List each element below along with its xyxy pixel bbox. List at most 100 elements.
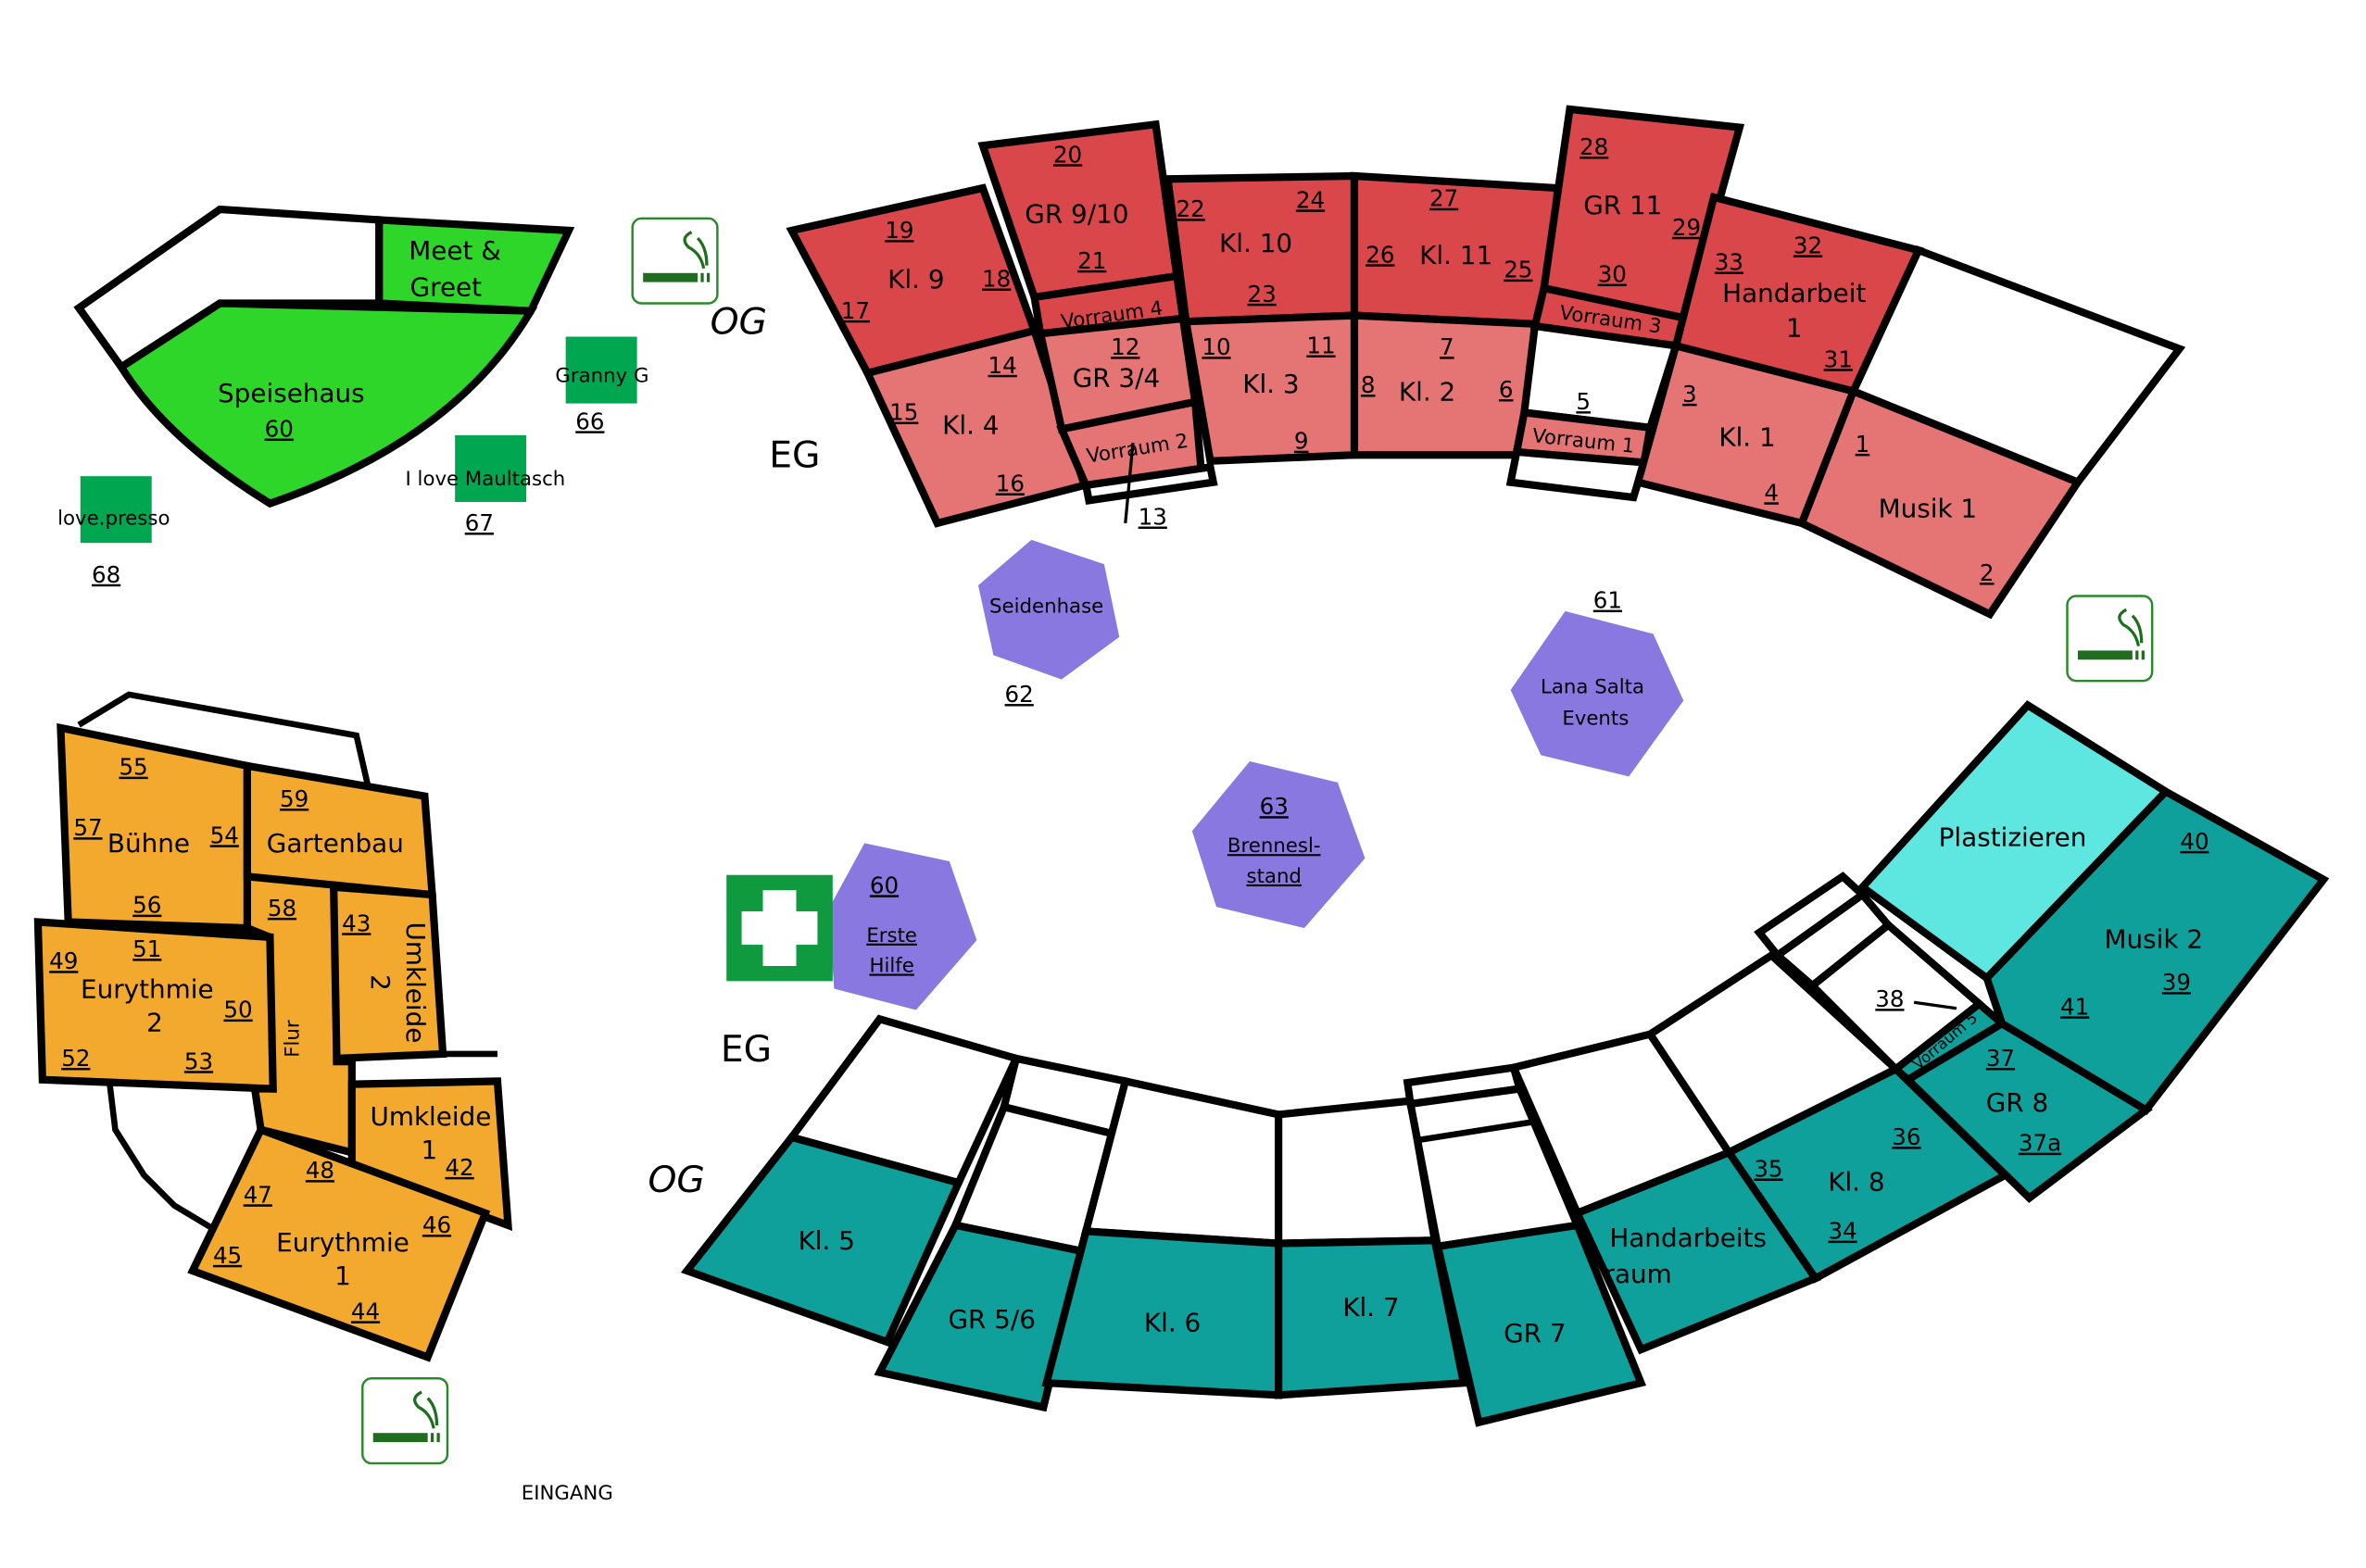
room-label: 1 [1786, 313, 1803, 344]
stairwell [1505, 447, 1650, 502]
food-stand-maultasch[interactable] [455, 434, 527, 502]
room-number: 45 [213, 1242, 242, 1269]
room-number: 34 [1829, 1218, 1857, 1245]
room-number: 29 [1672, 214, 1701, 241]
food-stand-granny-g[interactable] [565, 336, 637, 404]
room-number: 15 [889, 399, 918, 426]
room-eurythmie2[interactable] [33, 918, 277, 1093]
room-number: 60 [265, 416, 294, 443]
room-label: Umkleide [370, 1101, 491, 1132]
room-label: Eurythmie [276, 1227, 409, 1258]
stand-number: 66 [575, 408, 604, 434]
room-number: 48 [306, 1157, 334, 1184]
room-label: Kl. 7 [1342, 1292, 1399, 1323]
room-musik2[interactable] [1982, 786, 2330, 1115]
stand-lana-salta[interactable] [1510, 610, 1684, 777]
room-number: 46 [422, 1211, 451, 1238]
stand-erste-hilfe[interactable] [827, 843, 977, 1010]
food-stand-lovepresso[interactable] [80, 476, 152, 544]
room-number: 30 [1598, 261, 1627, 288]
room-number: 14 [988, 352, 1017, 379]
room-label: Kl. 10 [1219, 228, 1292, 258]
room-buehne[interactable] [57, 722, 251, 933]
room-label: GR 11 [1583, 190, 1662, 220]
top-wing: 19 17 Kl. 9 18 20 GR 9/10 21 Vorraum 4 1… [786, 105, 2186, 620]
room-label: Kl. 5 [799, 1225, 855, 1256]
dining-area: Meet & Greet Speisehaus 60 Granny G 66 I… [57, 205, 648, 588]
room-label: Meet & [409, 235, 501, 266]
room-number: 26 [1365, 241, 1394, 268]
room-number: 3 [1682, 381, 1697, 408]
room-number: 44 [351, 1298, 380, 1324]
leader-line [1913, 1000, 1957, 1010]
room-number: 25 [1504, 257, 1532, 283]
stand-label: love.presso [57, 508, 170, 531]
room-number: 56 [132, 892, 161, 919]
room-number: 49 [49, 947, 78, 974]
room-label: Kl. 1 [1718, 421, 1775, 452]
stand-number: 61 [1593, 587, 1622, 614]
room-number: 16 [996, 470, 1025, 497]
room-number: 6 [1499, 376, 1514, 403]
room-number: 13 [1139, 504, 1167, 531]
room-label: Kl. 6 [1144, 1308, 1201, 1338]
stand-brennesl[interactable] [1191, 760, 1365, 929]
stand-label: Erste [866, 924, 917, 947]
room-number: 19 [885, 217, 913, 244]
room-number: 9 [1294, 428, 1309, 455]
room-label: 1 [421, 1135, 437, 1165]
room-number: 32 [1793, 232, 1822, 258]
room-label: GR 9/10 [1025, 199, 1128, 230]
room-musik1[interactable] [1796, 386, 2084, 620]
courtyard-stands: Seidenhase 62 61 Lana Salta Events 63 Br… [726, 539, 1684, 1010]
room-number: 17 [841, 297, 870, 324]
room-label: 2 [365, 974, 396, 991]
room-eurythmie1[interactable] [187, 1124, 491, 1362]
stand-seidenhase[interactable] [977, 539, 1120, 680]
room-number: 27 [1429, 185, 1458, 212]
room-number: 37 [1986, 1045, 2015, 1072]
room-label: Musik 2 [2105, 923, 2204, 954]
room-number: 43 [342, 909, 371, 936]
room-number: 21 [1077, 247, 1106, 274]
room-number: 58 [268, 895, 296, 922]
room-speisehaus[interactable] [116, 299, 538, 508]
leader-line [1124, 442, 1135, 524]
room-number: 7 [1440, 333, 1454, 360]
room-number: 23 [1248, 281, 1277, 307]
room-label: Bühne [107, 828, 190, 859]
room-number: 2 [1980, 559, 1995, 586]
room-number: 20 [1053, 141, 1082, 168]
room-number: 5 [1576, 388, 1591, 415]
room-number: 31 [1824, 345, 1853, 372]
stand-number: 67 [465, 509, 494, 536]
stand-label: I love Maultasch [406, 468, 566, 491]
room-umkleide1[interactable] [347, 1077, 513, 1231]
room-number: 28 [1579, 133, 1608, 160]
room-number: 50 [223, 997, 252, 1023]
building-outline [106, 1079, 214, 1232]
room-label: GR 8 [1986, 1087, 2048, 1118]
stand-number: 68 [92, 561, 120, 588]
stand-label: Brennesl- [1227, 834, 1321, 858]
room-number: 8 [1361, 371, 1376, 398]
room-label: Eurythmie [81, 973, 214, 1004]
room-gr56[interactable] [874, 1221, 1087, 1412]
bottom-wing: Kl. 5 GR 5/6 Kl. 6 Kl. 7 GR 7 Handarbeit… [680, 700, 2330, 1427]
building-outline [77, 691, 372, 790]
stand-label: Hilfe [869, 955, 913, 978]
room-umkleide2[interactable] [330, 883, 447, 1063]
room-kl5[interactable] [680, 1133, 964, 1348]
room-number: 24 [1296, 186, 1325, 213]
room-label: Gartenbau [267, 828, 404, 859]
room-number: 47 [244, 1181, 272, 1208]
room-number: 38 [1875, 985, 1904, 1012]
smoking-area-icon [360, 1376, 449, 1465]
room-kl7[interactable] [1275, 1236, 1468, 1399]
room-number: 18 [982, 266, 1011, 293]
room-gr7[interactable] [1433, 1221, 1646, 1427]
room-number: 40 [2180, 828, 2209, 855]
room-number: 12 [1111, 333, 1139, 360]
room-label: Kl. 11 [1419, 240, 1492, 270]
